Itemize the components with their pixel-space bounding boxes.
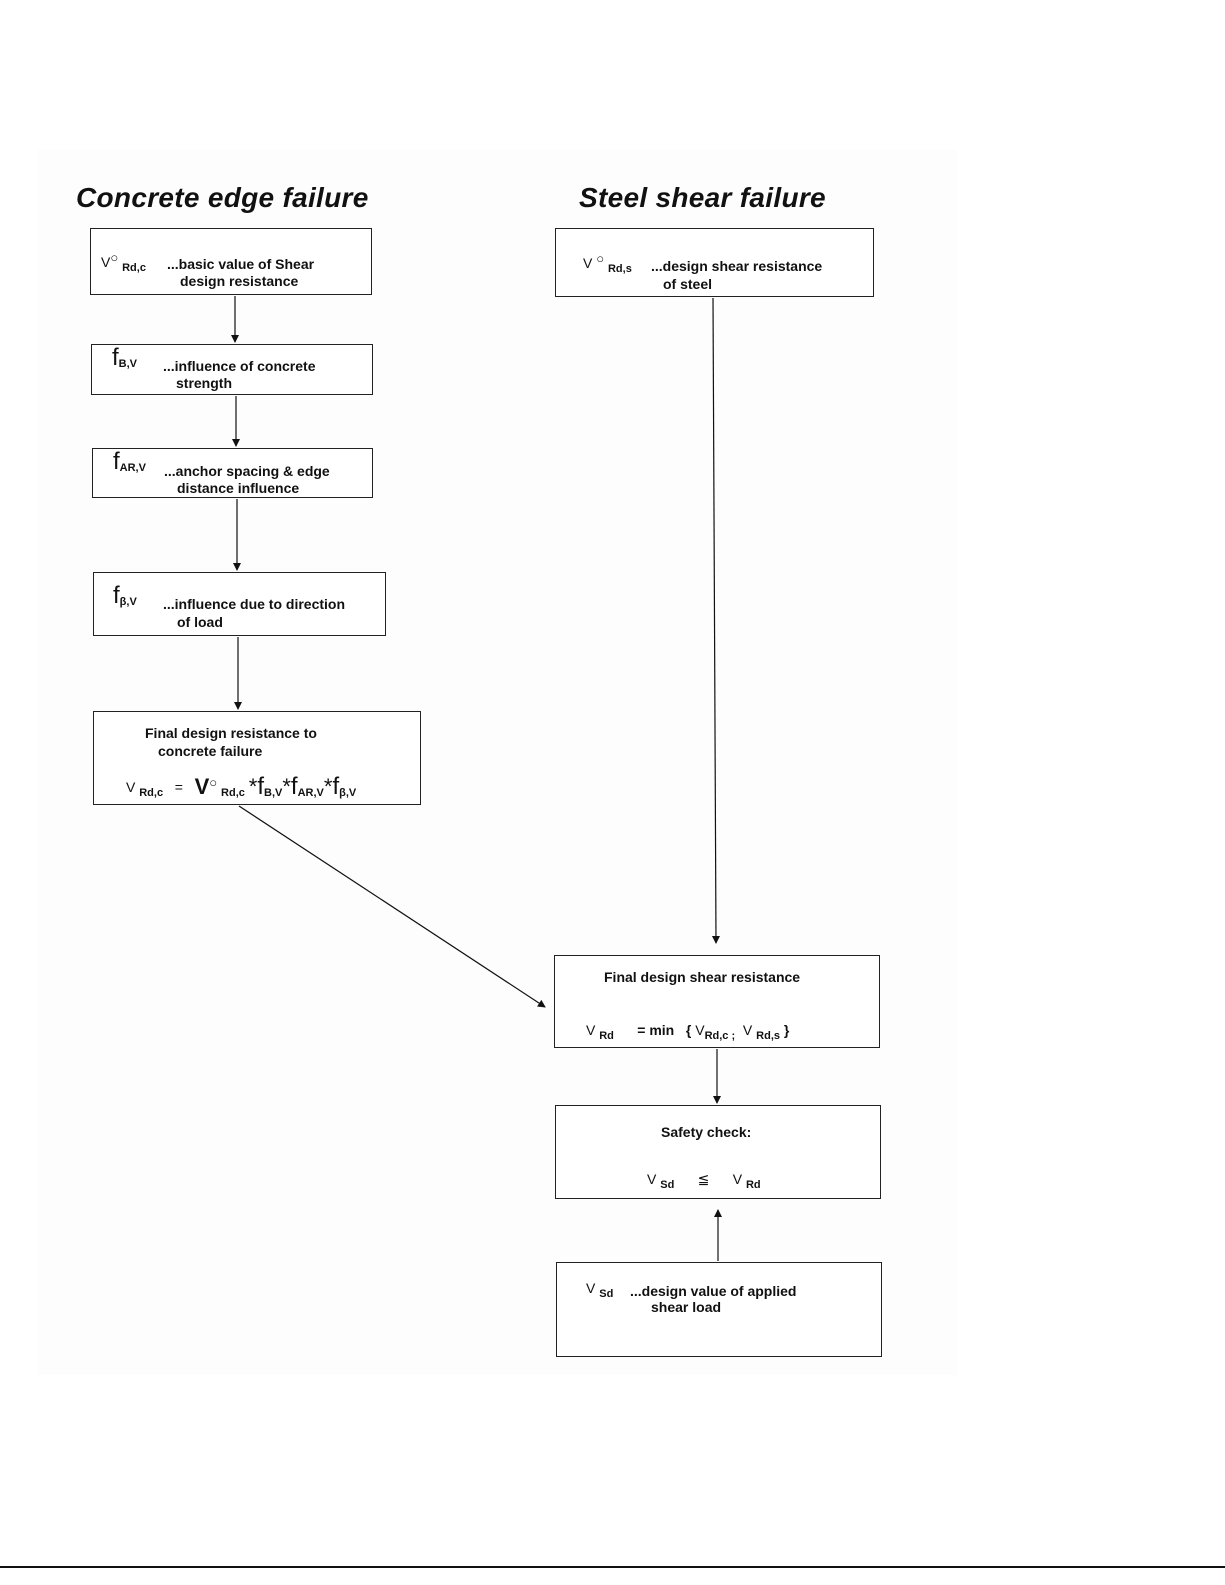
symbol-subscript: Rd,s [607, 263, 632, 275]
equals-sign: = [174, 779, 183, 795]
factor-v-superscript: ○ [209, 775, 218, 790]
box-anchor-spacing-influence: fAR,V ...anchor spacing & edge distance … [92, 448, 373, 498]
heading-concrete-edge-failure: Concrete edge failure [76, 182, 369, 213]
symbol-v-rdc: V○ Rd,c [101, 249, 146, 277]
brace-close: } [783, 1022, 790, 1038]
box-safety-check: Safety check: V Sd ≦ V Rd [555, 1105, 881, 1199]
multiply-sign: * [323, 774, 333, 799]
multiply-sign: * [248, 774, 258, 799]
title-line-1: Final design resistance to [145, 725, 317, 741]
arg2-symbol: V [742, 1022, 753, 1038]
lhs-symbol: V [126, 779, 136, 795]
lhs-subscript: Sd [660, 1179, 675, 1191]
min-function: = min [637, 1022, 675, 1038]
less-or-equal-sign: ≦ [697, 1171, 710, 1187]
lhs-subscript: Rd,c [139, 787, 164, 799]
rhs-subscript: Rd [745, 1179, 761, 1191]
description-line-2: of steel [663, 276, 713, 292]
symbol-f-bv: fB,V [112, 346, 138, 373]
description-line-2: distance influence [177, 480, 300, 496]
arrow-steel-to-final-shear [711, 297, 720, 944]
box-concrete-strength-influence: fB,V ...influence of concrete strength [91, 344, 373, 395]
symbol-letter: f [112, 344, 119, 371]
symbol-letter: f [113, 582, 120, 609]
symbol-superscript: ○ [596, 251, 605, 266]
bottom-border-line [0, 1566, 1225, 1568]
multiply-sign: * [282, 774, 291, 799]
box-basic-concrete-resistance: V○ Rd,c ...basic value of Shear design r… [90, 228, 372, 295]
description-line-1: ...basic value of Shear [167, 256, 315, 272]
description-line-2: of load [177, 614, 223, 630]
title: Final design shear resistance [604, 969, 801, 985]
symbol-subscript: AR,V [119, 462, 146, 474]
formula-v-rdc: V Rd,c = V○ Rd,c *fB,V*fAR,V*fβ,V [126, 774, 356, 802]
box-load-direction-influence: fβ,V ...influence due to direction of lo… [93, 572, 386, 636]
arg1-subscript: Rd,c ; [704, 1030, 736, 1042]
lhs-symbol: V [586, 1022, 596, 1038]
title: Safety check: [661, 1124, 752, 1140]
factor-f-betav: f [332, 773, 340, 800]
title-line-2: concrete failure [158, 743, 263, 759]
symbol-letter: f [113, 448, 120, 475]
arg2-subscript: Rd,s [756, 1030, 780, 1042]
symbol-subscript: B,V [118, 358, 138, 370]
factor-f-arv-subscript: AR,V [297, 787, 324, 799]
factor-v-subscript: Rd,c [221, 787, 245, 799]
arrow-final-concrete-to-final-shear [238, 805, 546, 1008]
description-line-1: ...design shear resistance [651, 258, 823, 274]
factor-f-bv: f [257, 773, 265, 800]
symbol-f-betav: fβ,V [113, 584, 137, 611]
symbol-v-sd: V Sd [586, 1279, 613, 1303]
factor-f-betav-subscript: β,V [339, 787, 357, 799]
box-steel-shear-resistance: V ○ Rd,s ...design shear resistance of s… [555, 228, 874, 297]
symbol-letter: V [583, 255, 593, 271]
symbol-subscript: β,V [119, 596, 137, 608]
factor-f-arv: f [290, 773, 298, 800]
lhs-subscript: Rd [599, 1030, 614, 1042]
brace-open: { [685, 1022, 692, 1038]
box-final-shear-resistance: Final design shear resistance V Rd = min… [554, 955, 880, 1048]
description-line-2: shear load [651, 1299, 722, 1315]
description-line-2: design resistance [180, 273, 299, 289]
box-final-concrete-resistance: Final design resistance to concrete fail… [93, 711, 421, 805]
description-line-1: ...influence of concrete [163, 358, 316, 374]
symbol-v-rds: V ○ Rd,s [583, 250, 632, 278]
description-line-1: ...design value of applied [630, 1283, 797, 1299]
description-line-1: ...influence due to direction [163, 596, 346, 612]
heading-steel-shear-failure: Steel shear failure [579, 182, 826, 213]
lhs-symbol: V [647, 1171, 657, 1187]
description-line-2: strength [176, 375, 232, 391]
arg1-symbol: V [695, 1022, 705, 1038]
symbol-f-arv: fAR,V [113, 450, 146, 477]
description-line-1: ...anchor spacing & edge [164, 463, 330, 479]
formula-v-rd: V Rd = min { VRd,c ; V Rd,s } [586, 1021, 789, 1045]
factor-v: V [194, 774, 210, 799]
symbol-subscript: Rd,c [122, 262, 146, 274]
symbol-subscript: Sd [599, 1288, 614, 1300]
inequality: V Sd ≦ V Rd [647, 1170, 761, 1194]
factor-f-bv-subscript: B,V [264, 787, 283, 799]
symbol-letter: V [101, 254, 111, 270]
symbol-letter: V [586, 1280, 596, 1296]
rhs-symbol: V [732, 1171, 743, 1187]
symbol-superscript: ○ [110, 250, 119, 265]
box-applied-shear-load: V Sd ...design value of applied shear lo… [556, 1262, 882, 1357]
